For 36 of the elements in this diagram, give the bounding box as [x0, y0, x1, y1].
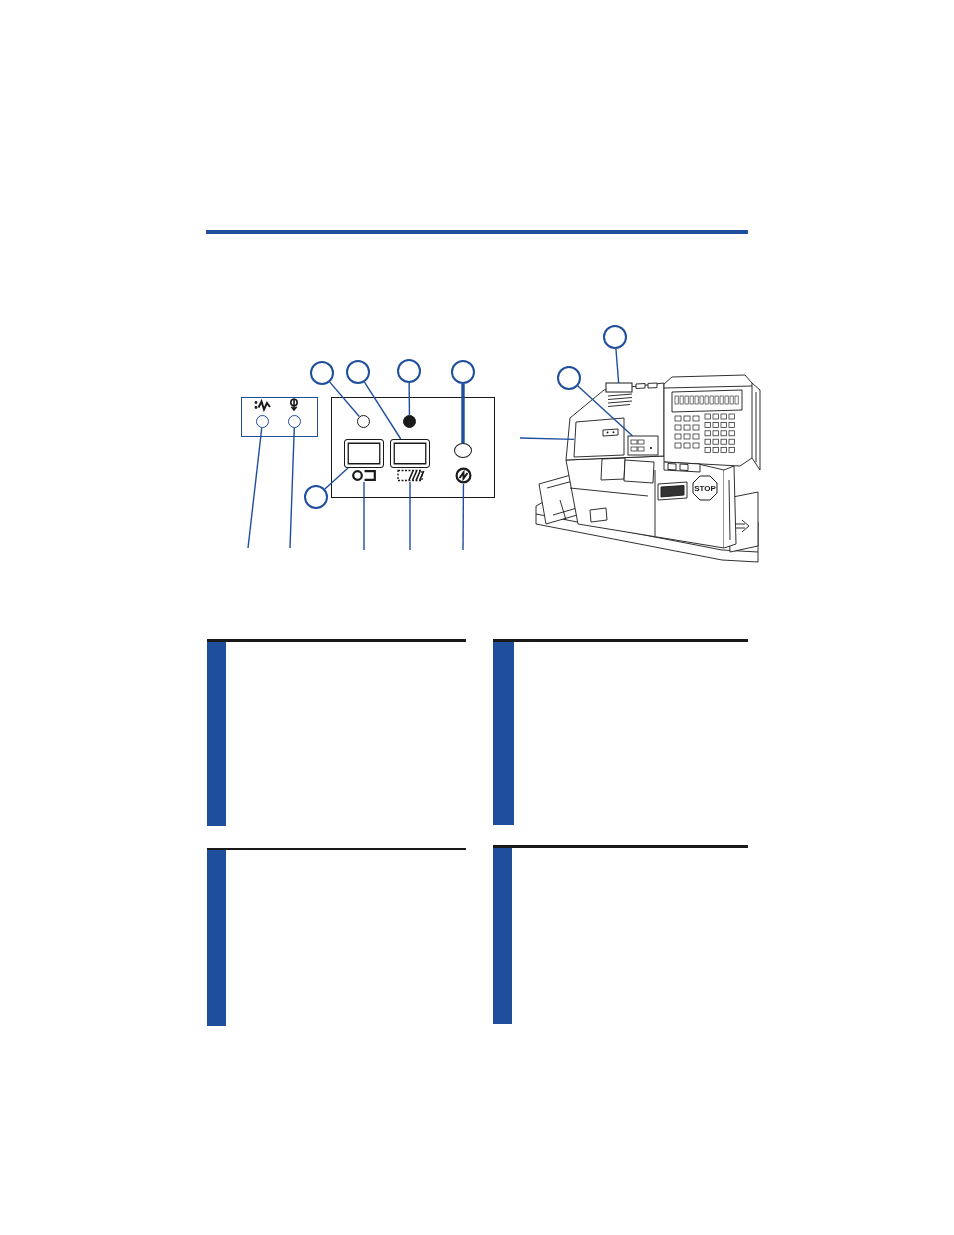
bolt-circle-icon	[454, 466, 472, 484]
hatched-block-icon	[396, 468, 423, 482]
callout-circle	[603, 325, 627, 349]
leader-line	[519, 437, 575, 441]
callout-circle	[397, 359, 421, 383]
leader-line	[289, 427, 295, 549]
leader-line	[329, 381, 360, 418]
indicator-light	[256, 415, 269, 428]
leader-line	[363, 481, 365, 551]
machine-control-panel	[627, 435, 659, 456]
leader-line	[363, 381, 402, 440]
callout-circle	[346, 360, 370, 384]
stop-button: STOP	[692, 475, 718, 501]
panel-button	[343, 438, 384, 468]
leader-line	[247, 427, 263, 549]
feed-tab	[605, 382, 633, 393]
leader-line	[408, 382, 411, 416]
leader-line	[577, 385, 634, 437]
control-panel	[331, 397, 495, 498]
indicator-light	[288, 415, 301, 428]
indicator-light	[356, 414, 370, 428]
panel-button	[389, 438, 430, 468]
leader-line	[461, 384, 465, 443]
leader-line	[409, 481, 411, 551]
leader-line	[615, 348, 620, 384]
leader-line	[462, 483, 465, 551]
indicator-panel	[241, 397, 318, 437]
callout-circle	[304, 485, 328, 509]
housing-panel	[573, 417, 625, 458]
callout-circle	[310, 361, 334, 385]
indicator-light	[402, 414, 416, 428]
callout-circle	[451, 360, 475, 384]
callout-circle	[557, 366, 581, 390]
indicator-light	[453, 442, 472, 458]
circle-bracket-icon	[351, 468, 376, 482]
leader-line	[324, 467, 349, 490]
